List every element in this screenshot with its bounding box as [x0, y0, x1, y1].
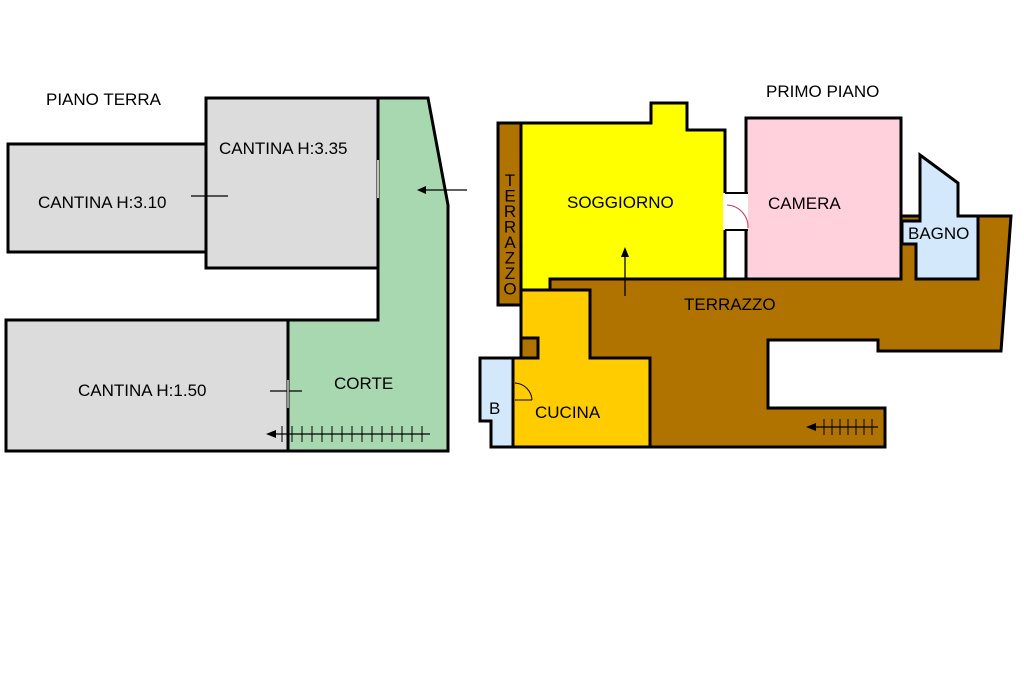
terrazzo-vertical-letter: O	[503, 280, 516, 299]
cucina-notch	[519, 336, 540, 360]
terrazzo-vertical-letter: R	[504, 218, 516, 237]
camera-room	[744, 116, 903, 281]
b-closet-room	[478, 356, 515, 449]
cantina-h335-label: CANTINA H:3.35	[219, 139, 348, 158]
corte-area	[286, 96, 450, 453]
b-closet-label: B	[489, 399, 500, 418]
terrazzo-vertical-letter: Z	[505, 264, 515, 283]
corte-label: CORTE	[334, 374, 393, 393]
camera-label: CAMERA	[768, 194, 841, 213]
terrazzo-vertical-label: TERRAZZO	[503, 171, 516, 299]
cantina-h150-room	[4, 318, 290, 453]
stair-arrowhead-ground	[266, 430, 276, 438]
ground-floor-title: PIANO TERRA	[46, 90, 162, 109]
exit-arrowhead-soggiorno	[621, 247, 629, 257]
terrazzo-label: TERRAZZO	[684, 295, 776, 314]
first-floor-title: PRIMO PIANO	[766, 82, 879, 101]
door-swing-camera	[726, 204, 749, 229]
cucina-room	[511, 288, 652, 449]
entrance-arrowhead	[417, 186, 426, 194]
cantina-h310-room	[6, 142, 208, 254]
terrazzo-vertical-letter: T	[505, 171, 515, 190]
stair-treads-ground	[281, 426, 423, 442]
cucina-label: CUCINA	[535, 403, 601, 422]
terrazzo-vertical-letter: R	[504, 202, 516, 221]
cantina-h150-label: CANTINA H:1.50	[78, 381, 207, 400]
bagno-label: BAGNO	[908, 224, 969, 243]
door-swing-cucina	[514, 382, 533, 401]
cantina-h335-room	[204, 96, 380, 270]
passage-soggiorno-camera	[723, 193, 748, 230]
cantina-h310-label: CANTINA H:3.10	[38, 193, 167, 212]
terrazzo-vertical-letter: Z	[505, 249, 515, 268]
terrazzo-vertical-letter: E	[504, 187, 515, 206]
terrazzo-vertical-letter: A	[504, 233, 516, 252]
stair-arrowhead-first	[806, 423, 816, 431]
stair-treads-first	[823, 419, 873, 435]
soggiorno-label: SOGGIORNO	[567, 193, 674, 212]
bagno-room	[900, 152, 980, 281]
